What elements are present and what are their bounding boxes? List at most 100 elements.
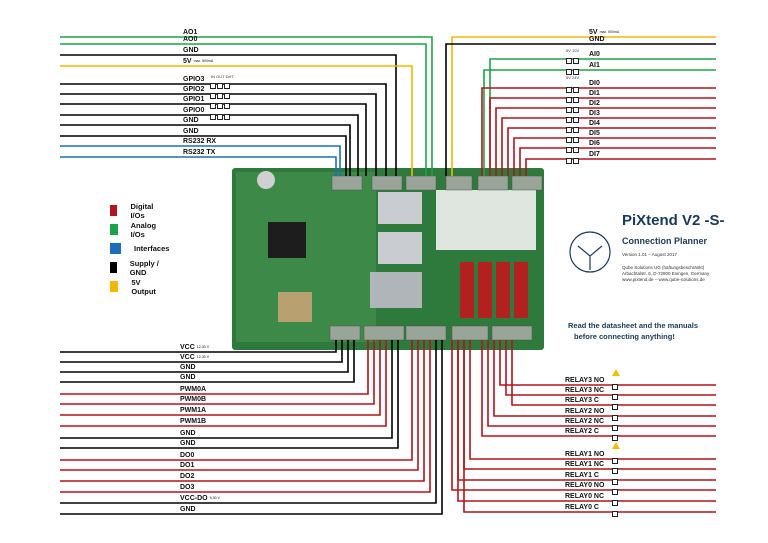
pin-label: RELAY0 NC <box>565 493 604 501</box>
config-checkbox[interactable] <box>210 114 216 120</box>
input-mode-boxes <box>566 120 580 138</box>
relay-checkbox <box>612 451 619 469</box>
input-mode-boxes <box>566 110 580 128</box>
config-checkbox[interactable] <box>566 147 572 153</box>
config-checkbox[interactable] <box>566 127 572 133</box>
pin-label-text: RELAY3 NO <box>565 377 605 384</box>
config-checkbox[interactable] <box>566 117 572 123</box>
pin-label: GPIO2 <box>183 86 204 94</box>
config-checkbox[interactable] <box>573 107 579 113</box>
config-checkbox[interactable] <box>573 117 579 123</box>
pin-label-text: AO0 <box>183 36 198 43</box>
config-checkbox[interactable] <box>573 97 579 103</box>
wire-gpio1 <box>60 103 367 176</box>
config-checkbox[interactable] <box>217 83 223 89</box>
config-checkbox[interactable] <box>566 97 572 103</box>
wire-pwm1b <box>60 340 387 427</box>
config-checkbox[interactable] <box>210 103 216 109</box>
config-checkbox[interactable] <box>210 83 216 89</box>
pin-label: GND <box>180 440 196 448</box>
config-checkbox[interactable] <box>612 489 618 495</box>
legend-label: Supply / GND <box>129 258 159 277</box>
pin-label-text: RELAY0 NC <box>565 493 605 500</box>
legend-swatch <box>110 262 117 273</box>
pin-label-text: RELAY1 C <box>565 472 599 479</box>
pin-label: RELAY2 NC <box>565 418 604 426</box>
config-checkbox[interactable] <box>217 93 223 99</box>
pin-label: GPIO1 <box>183 96 204 104</box>
wire-gnd <box>60 340 355 383</box>
config-checkbox[interactable] <box>224 93 230 99</box>
pin-label: RELAY2 NO <box>565 408 604 416</box>
config-checkbox[interactable] <box>566 87 572 93</box>
pin-label: GND <box>589 36 605 44</box>
config-checkbox[interactable] <box>566 58 572 64</box>
config-checkbox[interactable] <box>210 93 216 99</box>
pin-label: RELAY1 NC <box>565 461 604 469</box>
config-checkbox[interactable] <box>612 511 618 517</box>
relay-checkbox <box>612 428 619 446</box>
wire-gnd <box>445 43 716 176</box>
config-checkbox[interactable] <box>573 87 579 93</box>
battery <box>257 171 275 189</box>
wire-do0 <box>60 340 413 461</box>
pin-label: PWM1A <box>180 407 206 415</box>
pin-label-text: GND <box>183 128 199 135</box>
config-checkbox[interactable] <box>612 500 618 506</box>
warning-text: Read the datasheet and the manuals befor… <box>568 320 698 342</box>
pin-label-text: DI5 <box>589 130 600 137</box>
di-column-header: 5V 24V <box>566 75 580 80</box>
config-checkbox[interactable] <box>612 394 618 400</box>
pin-label-text: RELAY1 NO <box>565 451 605 458</box>
config-checkbox[interactable] <box>217 114 223 120</box>
config-checkbox[interactable] <box>573 69 579 75</box>
pin-label-text: DI1 <box>589 90 600 97</box>
led-panel <box>436 190 536 250</box>
pin-label-text: RELAY1 NC <box>565 461 605 468</box>
config-checkbox[interactable] <box>573 58 579 64</box>
config-checkbox[interactable] <box>612 384 618 390</box>
config-checkbox[interactable] <box>224 83 230 89</box>
wire-di6 <box>519 147 716 176</box>
config-checkbox[interactable] <box>612 479 618 485</box>
gpio-mode-boxes <box>210 107 231 125</box>
pin-label: GND <box>180 364 196 372</box>
config-checkbox[interactable] <box>612 415 618 421</box>
warning-line-2: before connecting anything! <box>574 332 675 341</box>
config-checkbox[interactable] <box>566 69 572 75</box>
config-checkbox[interactable] <box>566 107 572 113</box>
pin-label-text: GND <box>180 506 196 513</box>
config-checkbox[interactable] <box>224 114 230 120</box>
pin-label: DI0 <box>589 80 600 88</box>
config-checkbox[interactable] <box>217 103 223 109</box>
config-checkbox[interactable] <box>224 103 230 109</box>
pin-label: RELAY3 NC <box>565 387 604 395</box>
config-checkbox[interactable] <box>573 147 579 153</box>
config-checkbox[interactable] <box>612 404 618 410</box>
pin-label: AO0 <box>183 36 197 44</box>
wire-gnd <box>60 340 349 373</box>
config-checkbox[interactable] <box>573 127 579 133</box>
usb-port <box>378 192 422 224</box>
pin-label-text: PWM0B <box>180 396 207 403</box>
config-checkbox[interactable] <box>566 137 572 143</box>
pin-label-text: VCC-DO <box>180 495 208 502</box>
config-checkbox[interactable] <box>612 458 618 464</box>
company-line-1: Qube Solutions UG (haftungsbeschränkt) <box>622 265 705 270</box>
config-checkbox[interactable] <box>612 435 618 441</box>
config-checkbox[interactable] <box>612 468 618 474</box>
config-checkbox[interactable] <box>566 158 572 164</box>
config-checkbox[interactable] <box>612 425 618 431</box>
pin-label: GND <box>183 47 199 55</box>
wire-vcc-do <box>60 340 437 504</box>
pin-label: PWM1B <box>180 418 206 426</box>
pin-label-text: GND <box>183 47 199 54</box>
config-checkbox[interactable] <box>573 137 579 143</box>
wire-relay1-no <box>469 340 716 460</box>
pin-label-text: DO2 <box>180 473 195 480</box>
wire-di4 <box>507 127 716 176</box>
config-checkbox[interactable] <box>573 158 579 164</box>
